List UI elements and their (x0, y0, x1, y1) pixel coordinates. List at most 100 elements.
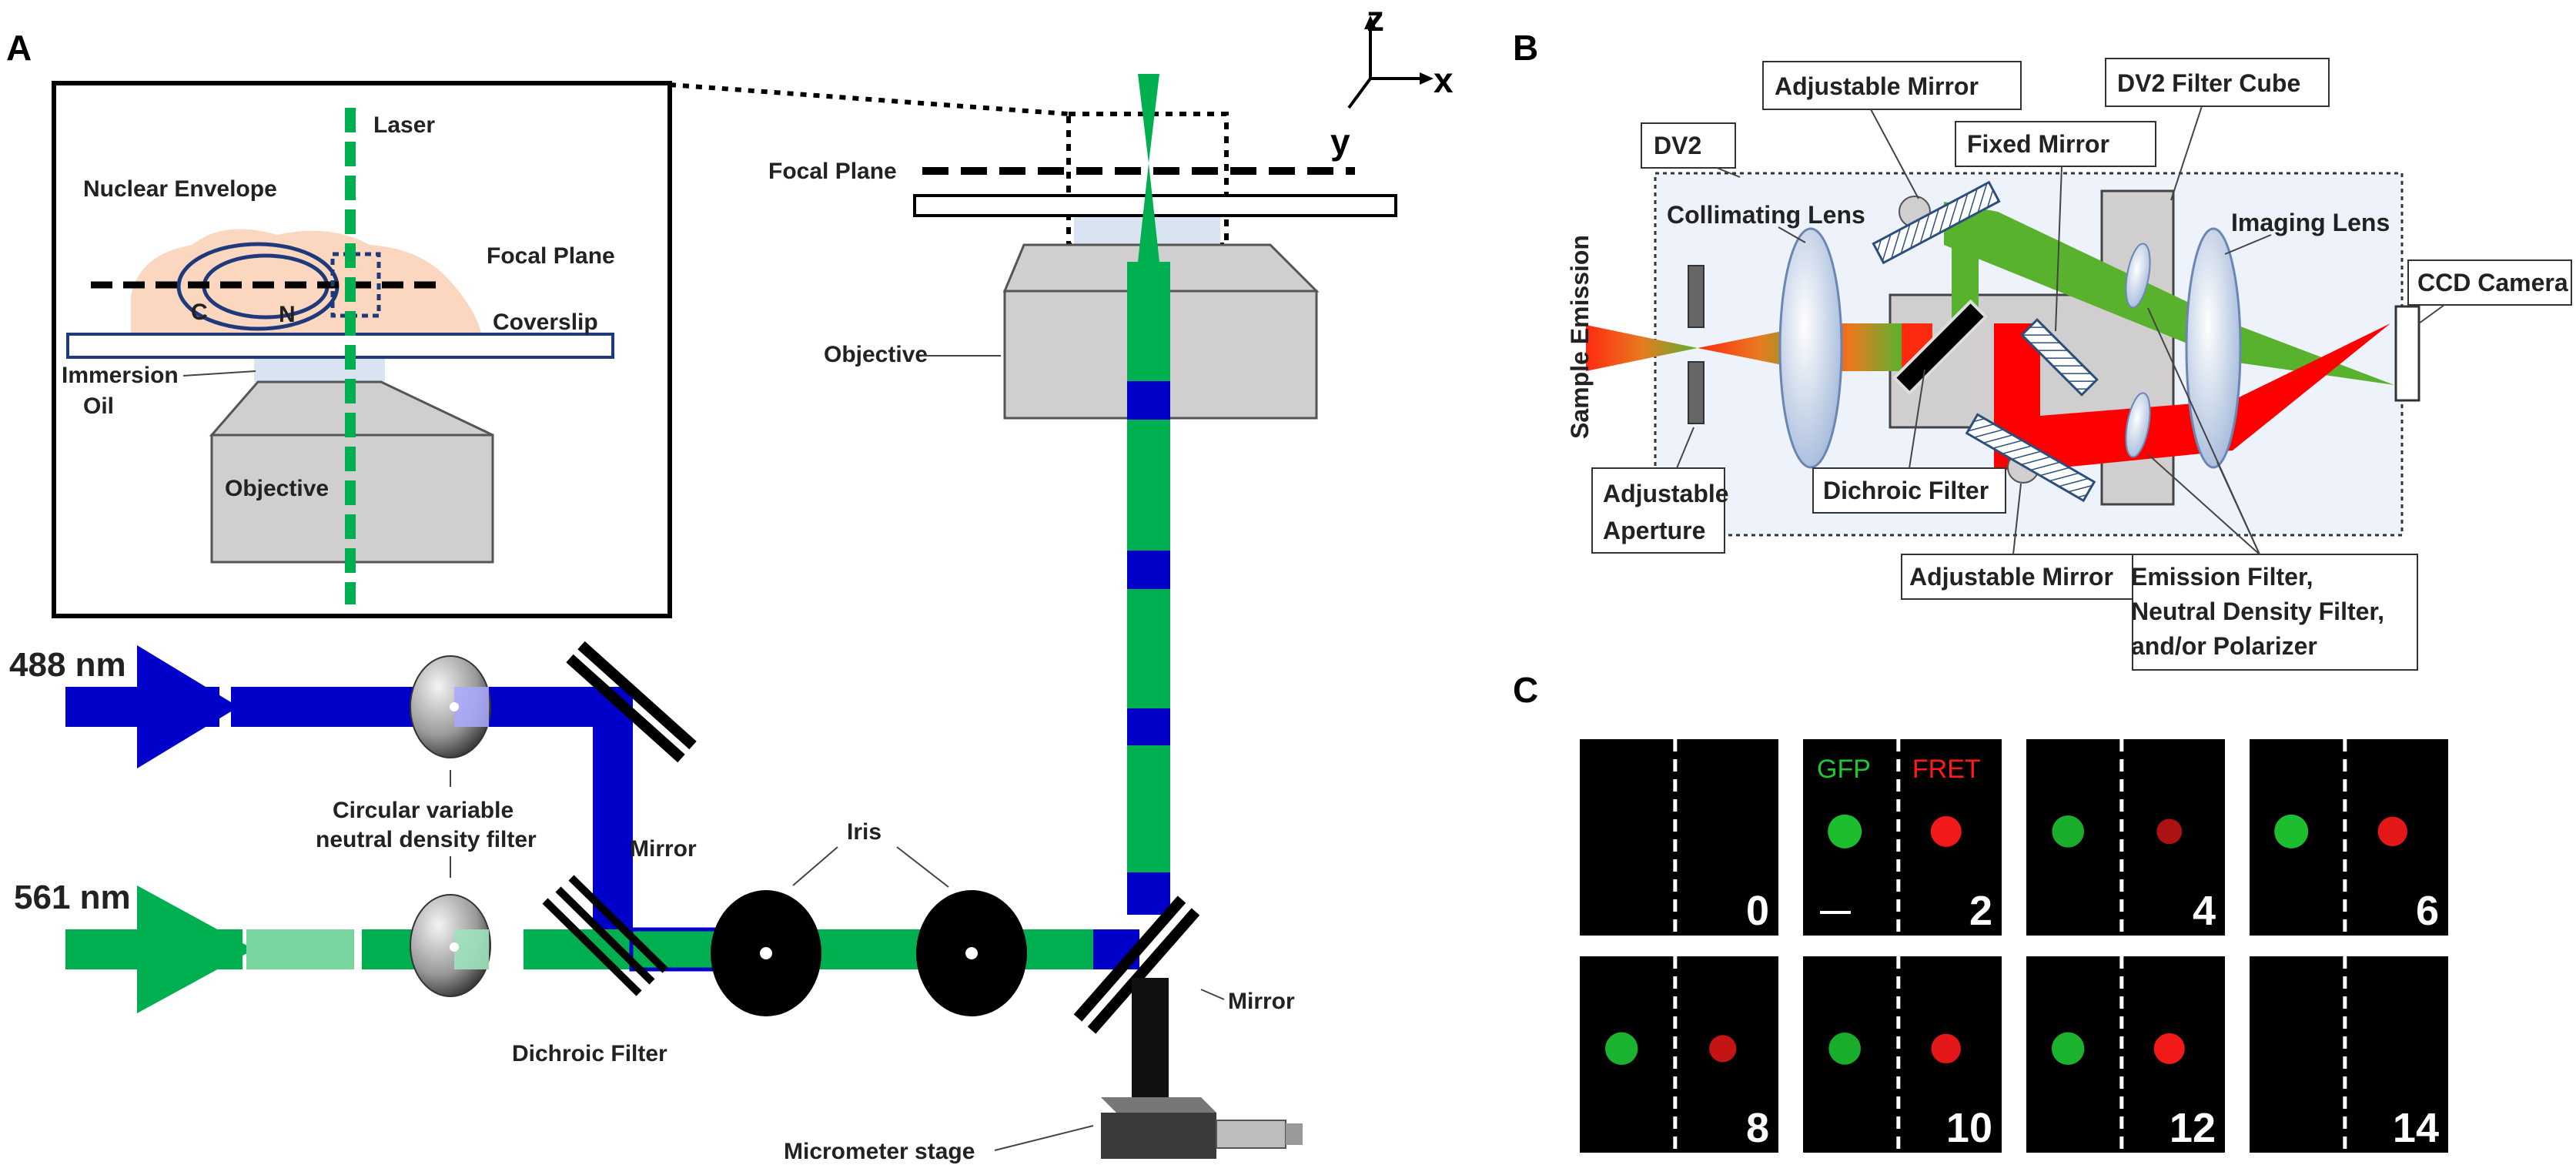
frame-14: 14 (2250, 956, 2448, 1153)
gfp-spot (1828, 814, 1862, 849)
leader (1778, 226, 1806, 243)
nd-label-2: neutral density filter (316, 827, 537, 852)
adjustable-mirror-bottom (1965, 413, 2096, 503)
vbeam-seg (1127, 708, 1170, 745)
frame-background (1580, 739, 1778, 936)
inset-objective-label: Objective (225, 476, 329, 501)
frame-number: 10 (1946, 1105, 1992, 1151)
fret-label: FRET (1912, 755, 1981, 784)
label-box-dv2 (1641, 122, 1736, 169)
leader (2418, 304, 2445, 324)
vbeam-seg (1127, 872, 1170, 915)
focal-plane-label: Focal Plane (768, 159, 897, 184)
aperture-label-1: Adjustable (1603, 480, 1729, 507)
frame-10: 10 (1803, 956, 2002, 1153)
iris-2 (916, 890, 1027, 1016)
mirror-bar (566, 654, 685, 763)
frame-number: 14 (2393, 1105, 2439, 1151)
focus-cone-top (1138, 74, 1159, 163)
label-box-adjustable-mirror-top (1762, 61, 2022, 110)
arrow-488 (137, 645, 239, 768)
mirror-bar (1073, 895, 1186, 1022)
mirror-post (1132, 978, 1169, 1116)
micrometer-stage (1101, 1097, 1303, 1159)
x-label: x (1434, 60, 1454, 100)
frame-4: 4 (2026, 739, 2225, 936)
arrow-561 (137, 885, 254, 1013)
iris-label: Iris (847, 819, 882, 845)
vbeam-seg (1127, 420, 1170, 551)
label-box-ccd (2407, 259, 2572, 306)
inset-immersion-label-1: Immersion (62, 363, 179, 388)
fret-spot (2377, 816, 2407, 847)
panel-a-label: A (6, 28, 32, 68)
gfp-spot (2274, 814, 2309, 849)
collimating-lens-label: Collimating Lens (1667, 201, 1865, 229)
mirror-left (566, 641, 697, 763)
leader (1716, 167, 1741, 178)
objective-label: Objective (824, 342, 928, 367)
inset-immersion-label-2: Oil (83, 393, 114, 419)
y-label: y (1330, 122, 1350, 162)
label-box-aperture (1591, 467, 1725, 554)
aperture-top (1688, 265, 1705, 328)
iris-1 (711, 890, 821, 1016)
panel-a: A Laser Nuclear Envelope (6, 0, 1454, 1164)
fret-spot (1930, 815, 1962, 847)
z-arrowhead (1364, 15, 1377, 29)
frame-6: 6 (2250, 739, 2448, 936)
collimating-lens (1778, 227, 1843, 469)
gfp-label: GFP (1817, 755, 1871, 784)
label-box-adjustable-mirror-bottom (1901, 554, 2133, 600)
inset-immersion-leader (182, 370, 256, 377)
leader (2216, 461, 2260, 555)
iris-aperture (760, 947, 772, 959)
leader (2055, 166, 2062, 332)
leader (2147, 454, 2260, 555)
x-arrowhead (1420, 72, 1434, 85)
focus-cone-bottom (1138, 163, 1159, 262)
mirror-right-label: Mirror (1228, 989, 1295, 1014)
mirror-right (1073, 895, 1200, 1116)
dichroic-bar (555, 886, 655, 985)
beam-561-attenuated (246, 929, 354, 969)
zoom-line (669, 82, 1069, 116)
label-box-fixed-mirror (1955, 121, 2156, 167)
adjustable-mirror-bottom-label: Adjustable Mirror (1909, 563, 2113, 591)
label-488: 488 nm (9, 646, 126, 684)
sample-emission-in (1586, 325, 1698, 371)
inset-coverslip-label: Coverslip (493, 310, 598, 335)
nd-filter-561 (410, 894, 491, 997)
red-path-down (1994, 323, 2040, 443)
frame-number: 4 (2193, 888, 2216, 934)
label-box-dichroic (1812, 467, 2006, 514)
vertical-beam (1127, 262, 1170, 915)
fixed-mirror-label: Fixed Mirror (1967, 130, 2109, 158)
red-path-across (1994, 400, 2233, 470)
fret-spot (2156, 818, 2183, 845)
iris-leader-2 (896, 846, 949, 888)
leader (1909, 369, 1925, 469)
dichroic-bar (542, 898, 642, 996)
filter-cube-label: DV2 Filter Cube (2117, 69, 2300, 97)
frame-number: 6 (2416, 888, 2439, 934)
y-axis (1347, 77, 1372, 109)
panel-c-label: C (1513, 670, 1538, 710)
frame-number: 0 (1746, 888, 1769, 934)
inset-laser-label: Laser (373, 112, 435, 138)
aperture-label-2: Aperture (1603, 517, 1705, 544)
panel-b: B (1513, 28, 2572, 671)
adjustable-mirror-top (1872, 180, 2001, 265)
imaging-lens-label: Imaging Lens (2231, 209, 2390, 236)
iris-leader-1 (792, 846, 838, 886)
label-561: 561 nm (14, 879, 131, 916)
micrometer-knob (1286, 1123, 1303, 1145)
nd-filter-488 (410, 655, 491, 758)
label-box-emission (2132, 554, 2418, 671)
vbeam-seg (1127, 381, 1170, 420)
inset-n-label: N (279, 302, 296, 327)
